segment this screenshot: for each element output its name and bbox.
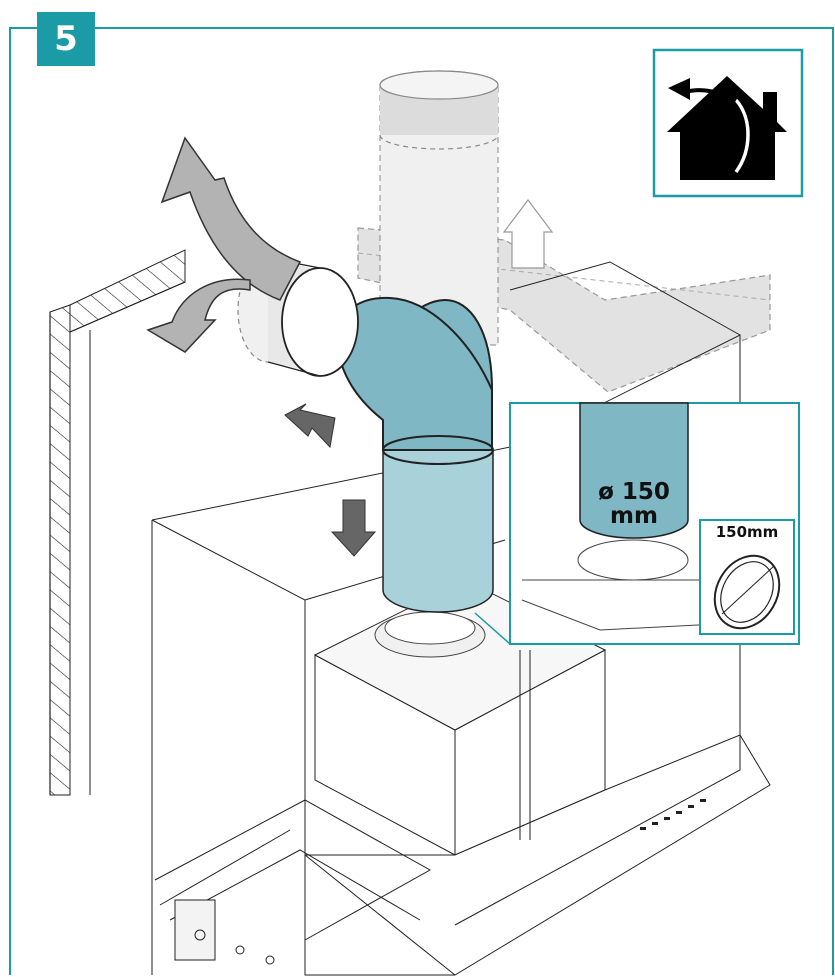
return-flow-arrow-icon <box>146 278 251 353</box>
house-exhaust-icon <box>652 48 804 198</box>
diameter-unit: mm <box>610 503 658 529</box>
exhaust-duct <box>337 296 494 613</box>
detail-callout <box>474 402 800 645</box>
step-number-badge: 5 <box>37 12 95 66</box>
down-arrow-icon <box>330 499 377 557</box>
diameter-value: ø 150 <box>598 479 670 505</box>
motor-flange <box>374 611 486 658</box>
ring-size-label: 150mm <box>715 523 779 541</box>
hood-base <box>154 799 432 965</box>
air-flow-arrow-icon <box>160 136 302 301</box>
up-arrow-icon <box>502 199 554 269</box>
hatched-wall <box>49 249 186 796</box>
push-arrow-icon <box>284 403 336 449</box>
diagram-frame <box>9 27 834 975</box>
control-panel <box>640 799 706 830</box>
